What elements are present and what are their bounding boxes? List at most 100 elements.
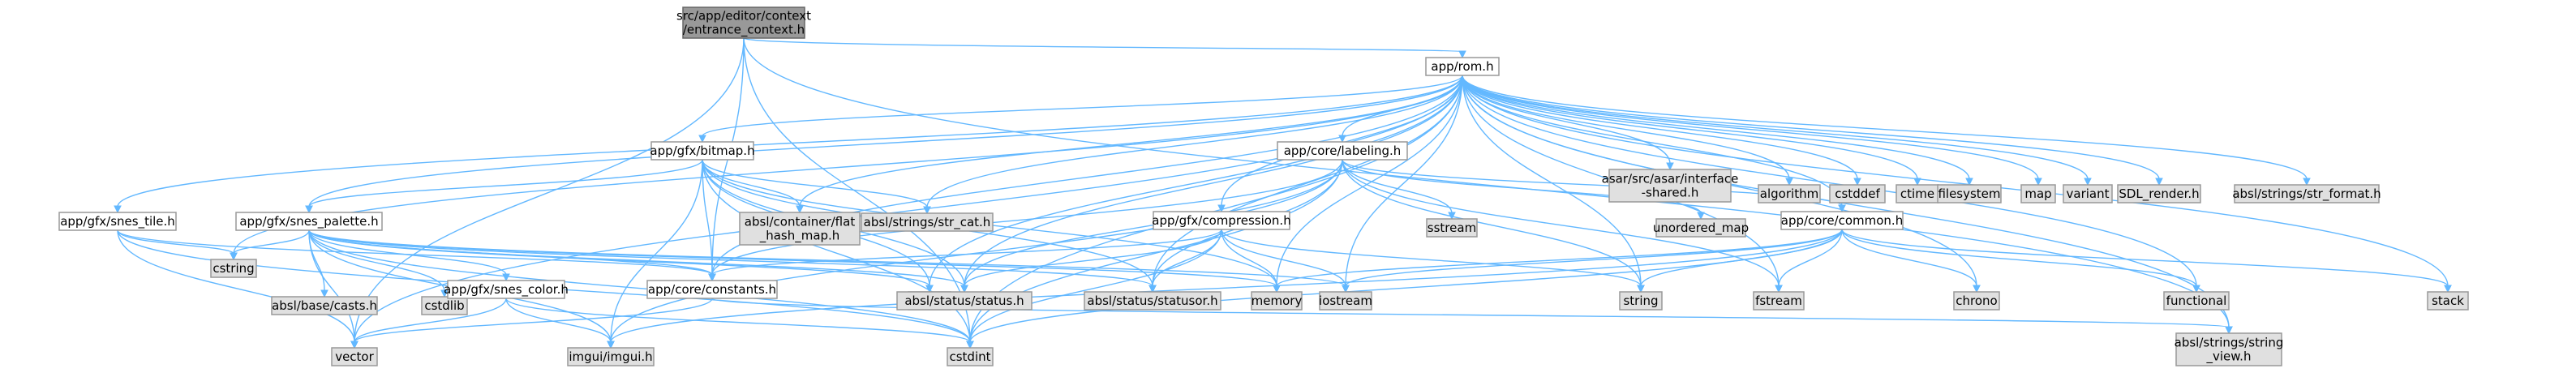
edge-snestile-to-constants xyxy=(117,229,713,276)
node-label-asar: -shared.h xyxy=(1642,186,1699,200)
edge-common-to-imgui xyxy=(610,229,1843,343)
node-label-chrono: chrono xyxy=(1956,293,1997,308)
node-functional: functional xyxy=(2163,291,2230,311)
node-label-ctime: ctime xyxy=(1900,186,1934,201)
node-label-bitmap: app/gfx/bitmap.h xyxy=(650,144,754,158)
edge-common-to-iostream xyxy=(1345,229,1843,287)
arrowhead-constants-to-stringview xyxy=(2225,326,2233,335)
arrowhead-common-to-functional xyxy=(2192,285,2200,293)
node-snescolor[interactable]: app/gfx/snes_color.h xyxy=(444,280,569,299)
arrowhead-snespalette-to-snescolor xyxy=(502,273,510,282)
edge-compression-to-constants xyxy=(711,229,1222,276)
edge-snespalette-to-cstring xyxy=(233,229,310,255)
node-box-cstring xyxy=(210,259,257,278)
node-box-functional xyxy=(2163,291,2230,311)
node-stack: stack xyxy=(2427,291,2469,311)
node-label-cstdlib: cstdlib xyxy=(424,298,464,313)
edge-snespalette-to-snescolor xyxy=(308,229,507,276)
arrowhead-snescolor-to-imgui xyxy=(607,341,615,349)
node-rom[interactable]: app/rom.h xyxy=(1425,57,1500,76)
node-bitmap[interactable]: app/gfx/bitmap.h xyxy=(650,141,755,161)
node-snespalette[interactable]: app/gfx/snes_palette.h xyxy=(235,212,383,231)
edge-compression-to-iostream xyxy=(1221,229,1346,287)
edge-rom-to-functional xyxy=(1462,75,2197,287)
edge-labeling-to-unorderedmap xyxy=(1342,159,1702,214)
node-label-asar: asar/src/asar/interface xyxy=(1602,172,1739,186)
edge-rom-to-map xyxy=(1462,75,2039,180)
node-label-stack: stack xyxy=(2432,293,2464,308)
node-label-snescolor: app/gfx/snes_color.h xyxy=(444,282,569,298)
arrowhead-rom-to-snestile xyxy=(114,205,122,214)
arrowhead-common-to-stack xyxy=(2444,285,2452,293)
node-box-filesystem xyxy=(1937,184,2002,203)
node-imgui: imgui/imgui.h xyxy=(567,347,655,366)
node-label-statusor: absl/status/statusor.h xyxy=(1087,293,1217,308)
arrowhead-rom-to-bitmap xyxy=(698,135,706,144)
edge-root-to-rom xyxy=(743,37,1463,53)
arrowhead-compression-to-statusor xyxy=(1148,285,1157,293)
node-box-status xyxy=(896,291,1033,311)
node-strcat: absl/strings/str_cat.h xyxy=(861,212,994,232)
arrowhead-common-to-iostream xyxy=(1342,285,1350,293)
node-label-filesystem: filesystem xyxy=(1938,186,2000,201)
node-box-root xyxy=(682,6,805,39)
arrowhead-compression-to-constants xyxy=(708,273,716,282)
node-constants[interactable]: app/core/constants.h xyxy=(646,280,778,299)
node-label-map: map xyxy=(2024,186,2051,201)
node-compression[interactable]: app/gfx/compression.h xyxy=(1152,211,1291,230)
node-cstdint: cstdint xyxy=(947,347,994,366)
arrowhead-bitmap-to-strcat xyxy=(923,206,931,215)
edge-rom-to-sdlrender xyxy=(1462,75,2160,180)
node-box-strformat xyxy=(2234,184,2380,203)
edge-common-to-stack xyxy=(1841,229,2449,287)
arrowhead-snespalette-to-cstring xyxy=(230,252,238,261)
node-fstream: fstream xyxy=(1753,291,1805,311)
edge-snespalette-to-cstdint xyxy=(308,229,971,343)
node-box-string xyxy=(1619,291,1663,311)
edge-labeling-to-fstream xyxy=(1342,159,1780,287)
node-label-flathash: absl/container/flat xyxy=(745,215,856,229)
node-box-sstream xyxy=(1426,218,1478,238)
node-strformat: absl/strings/str_format.h xyxy=(2232,184,2381,203)
arrowhead-snespalette-to-cstdlib xyxy=(440,289,449,298)
node-cstring: cstring xyxy=(210,259,257,278)
edge-labeling-to-string xyxy=(1342,159,1642,287)
node-root[interactable]: src/app/editor/context/entrance_context.… xyxy=(676,6,811,39)
node-label-algorithm: algorithm xyxy=(1760,186,1818,201)
node-label-sdlrender: SDL_render.h xyxy=(2119,186,2199,202)
node-common[interactable]: app/core/common.h xyxy=(1780,211,1904,230)
node-box-map xyxy=(2020,184,2056,203)
edge-constants-to-vector xyxy=(354,298,713,343)
node-label-unorderedmap: unordered_map xyxy=(1653,221,1749,236)
edge-rom-to-snespalette xyxy=(308,75,1463,208)
node-label-compression: app/gfx/compression.h xyxy=(1152,213,1290,228)
arrowhead-common-to-string xyxy=(1637,285,1645,293)
node-cstddef: cstddef xyxy=(1829,184,1886,203)
arrowhead-snescolor-to-cstdint xyxy=(966,341,974,349)
edge-rom-to-variant xyxy=(1462,75,2089,180)
node-snestile[interactable]: app/gfx/snes_tile.h xyxy=(58,212,177,231)
edge-rom-to-stringview xyxy=(1462,75,2230,328)
node-label-status: absl/status/status.h xyxy=(904,293,1024,308)
node-ctime: ctime xyxy=(1896,184,1939,203)
node-box-sdlrender xyxy=(2117,184,2201,203)
node-box-common xyxy=(1780,211,1904,230)
arrowhead-bitmap-to-snespalette xyxy=(305,205,313,214)
edge-bitmap-to-strcat xyxy=(702,159,928,208)
node-labeling[interactable]: app/core/labeling.h xyxy=(1277,141,1408,161)
node-box-labeling xyxy=(1277,141,1408,161)
edge-snespalette-to-status xyxy=(308,229,965,287)
node-box-flathash xyxy=(739,212,861,246)
edge-rom-to-algorithm xyxy=(1462,75,1790,180)
node-label-string: string xyxy=(1623,293,1658,308)
arrowhead-rom-to-compression xyxy=(1217,204,1226,213)
edge-snescolor-to-vector xyxy=(354,298,507,343)
nodes-layer: src/app/editor/context/entrance_context.… xyxy=(58,6,2469,366)
edge-rom-to-filesystem xyxy=(1462,75,1970,180)
arrowhead-rom-to-cstddef xyxy=(1853,178,1861,186)
arrowhead-rom-to-map xyxy=(2034,178,2042,186)
node-label-basecasts: absl/base/casts.h xyxy=(272,298,377,313)
node-box-memory xyxy=(1251,291,1303,311)
edge-root-to-cstdint xyxy=(743,37,971,343)
arrowhead-compression-to-status xyxy=(960,285,968,293)
